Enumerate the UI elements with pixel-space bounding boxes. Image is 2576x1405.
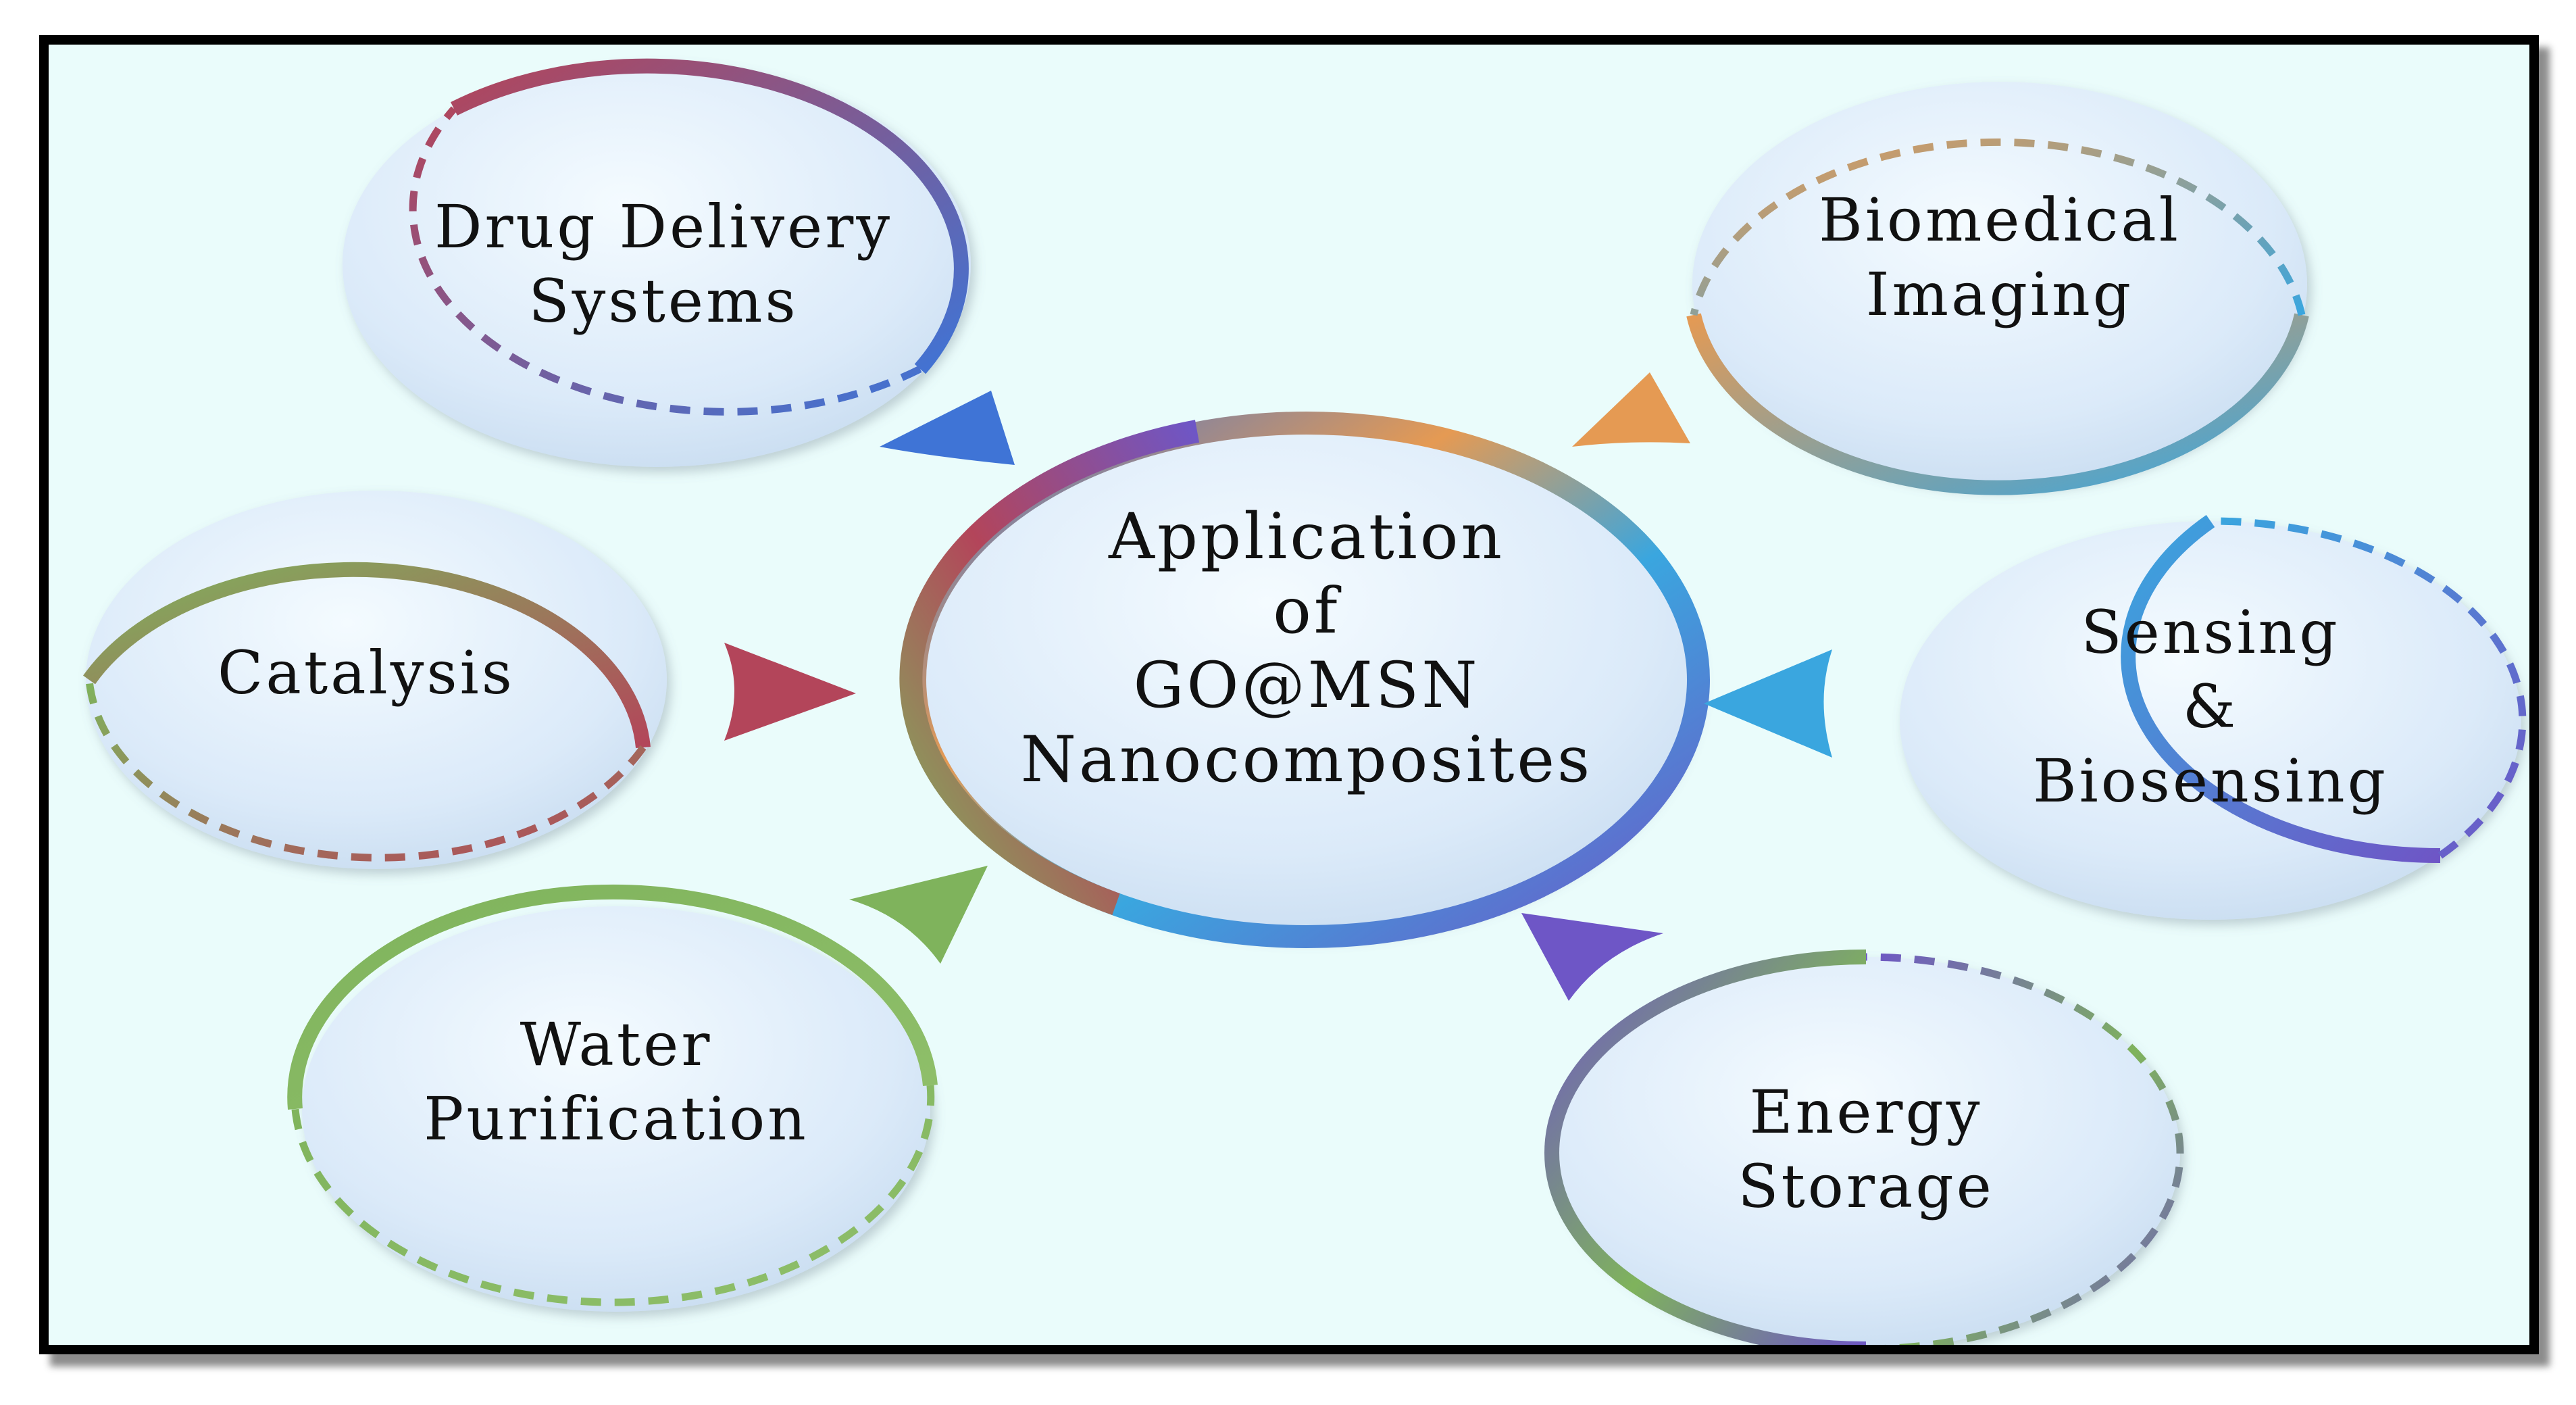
application-diagram: Application of GO@MSN Nanocomposites Dru… [83,58,2527,1345]
node-drug-delivery: Drug Delivery Systems [343,58,971,467]
node-catalysis-line-1: Catalysis [218,638,515,708]
diagram-frame: Application of GO@MSN Nanocomposites Dru… [39,35,2539,1354]
node-drug-delivery-line-2: Systems [528,266,798,336]
node-sensing-line-1: Sensing [2081,597,2340,667]
node-biomedical-imaging-line-1: Biomedical [1819,185,2181,255]
arrow-sensing [1704,649,1832,758]
center-line-1: Application [1108,500,1505,574]
node-energy-storage-line-2: Storage [1738,1152,1994,1221]
center-line-2: of [1273,574,1342,648]
node-drug-delivery-line-1: Drug Delivery [434,192,892,262]
arrow-biomedical-imaging [1572,372,1690,447]
node-energy-storage-line-1: Energy [1749,1077,1982,1147]
arrow-catalysis [724,643,856,741]
center-node: Application of GO@MSN Nanocomposites [899,412,1710,948]
node-sensing: Sensing & Biosensing [1900,514,2527,920]
node-catalysis: Catalysis [83,491,667,869]
node-energy-storage: Energy Storage [1544,950,2184,1345]
node-water-purification-line-2: Purification [424,1084,809,1154]
arrow-drug-delivery [880,391,1015,465]
node-sensing-line-3: Biosensing [2033,746,2388,816]
node-biomedical-imaging: Biomedical Imaging [1686,82,2309,495]
center-line-4: Nanocomposites [1021,723,1593,797]
arrow-water-purification [849,866,988,964]
node-biomedical-imaging-line-2: Imaging [1866,260,2133,329]
node-sensing-line-2: & [2183,672,2238,741]
arrow-energy-storage [1521,913,1663,1001]
node-water-purification-line-1: Water [520,1010,713,1079]
center-line-3: GO@MSN [1133,649,1480,722]
node-water-purification: Water Purification [287,884,938,1312]
